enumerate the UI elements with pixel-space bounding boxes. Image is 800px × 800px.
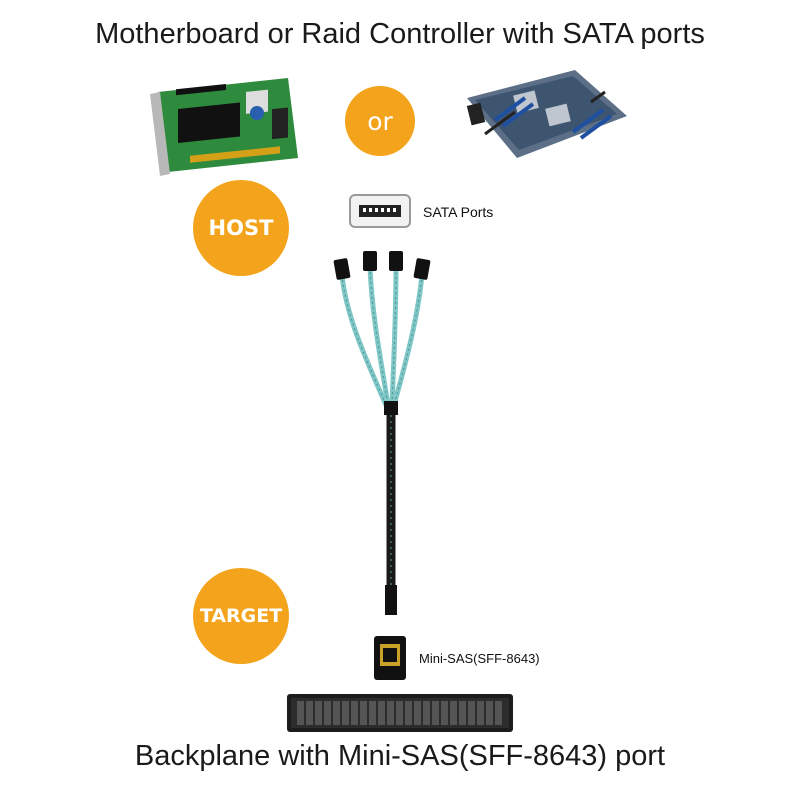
host-badge: HOST [193,180,289,276]
bottom-title: Backplane with Mini-SAS(SFF-8643) port [134,740,666,772]
sata-connector-icon [333,251,431,280]
or-badge: or [345,86,415,156]
server-backplane-image [287,694,513,732]
breakout-cable-image [333,251,431,615]
motherboard-image [466,70,627,158]
mini-sas-connector-icon [374,636,406,680]
top-title: Motherboard or Raid Controller with SATA… [95,18,705,50]
target-badge: TARGET [193,568,289,664]
mini-sas-label: Mini-SAS(SFF-8643) [419,651,540,666]
sata-port-icon [349,194,411,228]
sata-ports-label: SATA Ports [423,204,494,220]
raid-controller-card-image [150,78,298,176]
